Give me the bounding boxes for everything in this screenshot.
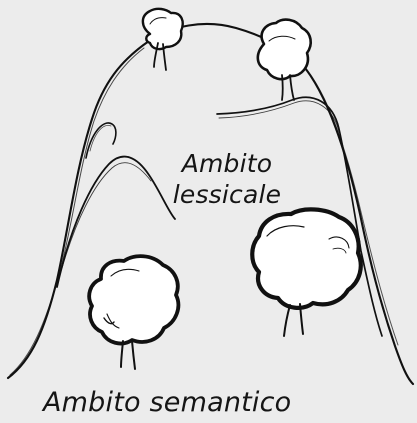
tree-middle-right — [250, 207, 363, 337]
lexical-scope-label-line-1: Ambito — [181, 149, 273, 178]
lexical-scope-label-line-2: lessicale — [172, 180, 282, 209]
tree-lower-left — [87, 254, 181, 370]
inner-right-sketch — [218, 100, 340, 133]
left-slope-curl-sketch — [89, 124, 112, 152]
tree-top-right — [256, 18, 312, 101]
semantic-scope-label: Ambito semantico — [43, 387, 292, 418]
left-slope-curl — [85, 122, 117, 159]
inner-hill-sketch — [61, 162, 152, 269]
lexical-scope-label: Ambito lessicale — [172, 148, 282, 210]
inner-hill-outline — [56, 155, 176, 288]
outer-hill-sketch-line — [9, 47, 145, 376]
tree-top-left — [141, 7, 184, 71]
outer-hill-outline — [6, 22, 415, 386]
inner-right-curve — [216, 96, 383, 337]
outer-hill-right-sketch — [303, 65, 399, 346]
